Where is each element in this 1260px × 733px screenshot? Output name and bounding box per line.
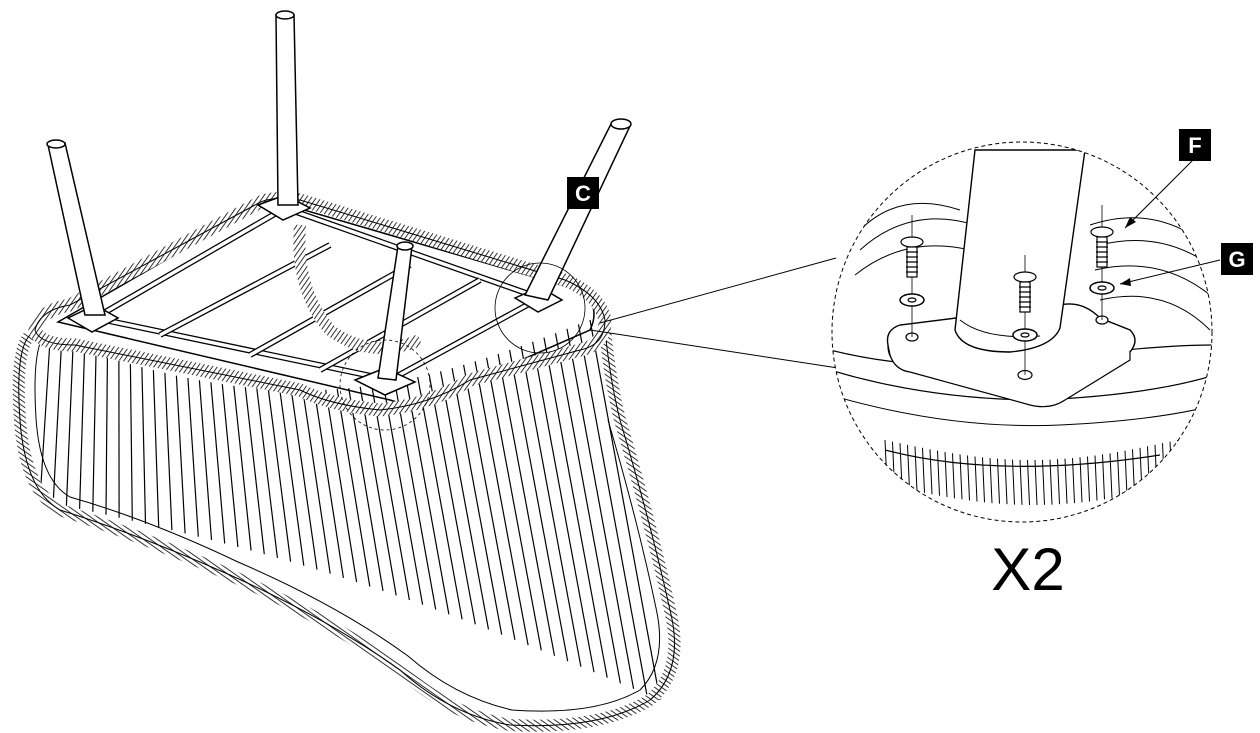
part-label-f: F [1188,133,1201,158]
detail-washer-1 [899,293,925,307]
highlight-circle-leg-4 [494,262,586,354]
detail-washer-3 [1089,281,1115,295]
detail-circle-border [831,141,1213,523]
highlight-circle-leg-3 [339,339,431,431]
mount-plate-3 [353,367,417,396]
part-tag-g: G [1221,243,1253,275]
detail-washer-2 [1012,328,1038,342]
chair-leg-2 [275,10,299,206]
part-label-c: C [575,181,591,206]
detail-leader-bottom [589,329,839,369]
detail-screw-3 [1090,205,1114,320]
detail-view [831,141,1213,523]
part-tag-c: C [567,177,599,209]
detail-leader-top [599,257,837,324]
part-label-g: G [1228,247,1245,272]
detail-screw-2 [1013,255,1037,375]
chair-upside-down [12,10,681,732]
chair-leg-4 [523,118,632,301]
chair-leg-1 [46,139,106,316]
chair-leg-3 [377,241,414,381]
quantity-label: X2 [991,536,1064,603]
leader-g [1119,259,1221,285]
leader-f [1124,159,1194,229]
detail-screw-1 [900,215,924,337]
weave-strings [39,319,661,701]
detail-leg-tube [954,149,1086,353]
part-tag-f: F [1179,129,1211,161]
